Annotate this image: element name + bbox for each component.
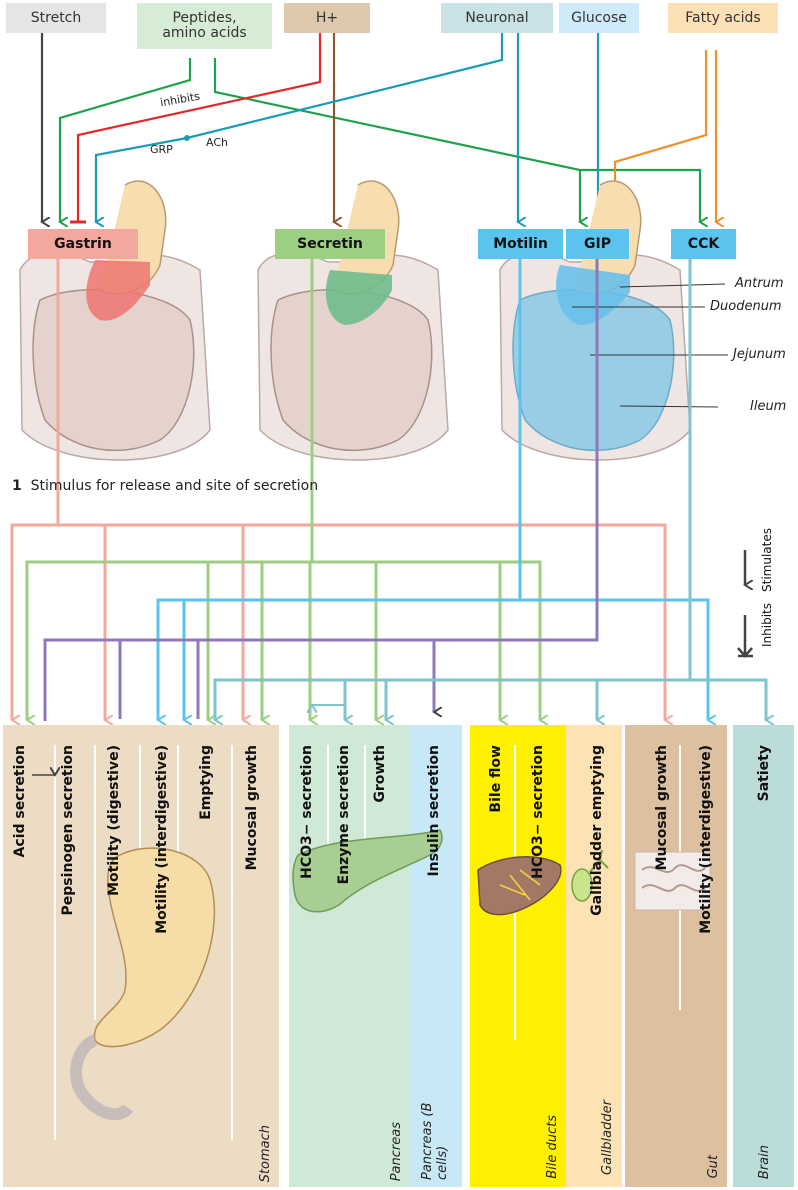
hormone-gip: GIP	[566, 229, 629, 259]
label-antrum: Antrum	[735, 276, 783, 291]
effect-gut-mucosal-growth: Mucosal growth	[654, 745, 670, 870]
effect-enzyme-secretion: Enzyme secretion	[336, 745, 352, 884]
effect-insulin-secretion: Insulin secretion	[426, 745, 442, 877]
label-grp: GRP	[150, 143, 173, 156]
hormone-gastrin: Gastrin	[28, 229, 138, 259]
hormone-motilin: Motilin	[478, 229, 563, 259]
caption: 1 Stimulus for release and site of secre…	[12, 478, 318, 494]
liver-picture	[478, 857, 561, 915]
organ-stomach: Stomach	[258, 1125, 273, 1182]
pancreas-picture	[293, 830, 442, 912]
legend-inhibits: Inhibits	[760, 603, 774, 647]
effect-hco3-secretion: HCO3− secretion	[299, 745, 315, 879]
gut-illustration-1	[20, 181, 210, 460]
organ-gallbladder: Gallbladder	[600, 1100, 615, 1175]
legend-arrows	[738, 550, 753, 656]
effect-hco3-bile: HCO3− secretion	[530, 745, 546, 879]
label-duodenum: Duodenum	[710, 299, 782, 314]
legend-stimulates: Stimulates	[760, 528, 774, 592]
effect-mucosal-growth: Mucosal growth	[244, 745, 260, 870]
label-jejunum: Jejunum	[733, 347, 786, 362]
stomach-picture	[76, 848, 214, 1114]
label-ach: ACh	[206, 136, 228, 149]
effect-emptying: Emptying	[198, 745, 214, 820]
hormone-cck: CCK	[671, 229, 736, 259]
effect-gallbladder-emptying: Gallbladder emptying	[589, 745, 605, 916]
organ-bile-ducts: Bile ducts	[545, 1115, 560, 1179]
effect-gut-motility: Motility (interdigestive)	[698, 745, 714, 934]
effect-acid-secretion: Acid secretion	[12, 745, 28, 857]
organ-pancreas: Pancreas	[389, 1122, 404, 1181]
organ-brain: Brain	[757, 1145, 772, 1179]
effect-satiety: Satiety	[756, 745, 772, 801]
hormone-secretin: Secretin	[275, 229, 385, 259]
gut-illustration-3	[500, 181, 690, 460]
gut-illustration-2	[258, 181, 448, 460]
effect-bile-flow: Bile flow	[488, 745, 504, 813]
effect-motility-digestive: Motility (digestive)	[106, 745, 122, 896]
label-ileum: Ileum	[750, 399, 786, 414]
effect-pepsinogen-secretion: Pepsinogen secretion	[60, 745, 76, 915]
organ-pancreas-b: Pancreas (B cells)	[420, 1065, 452, 1180]
organ-gut: Gut	[706, 1155, 721, 1178]
effect-growth: Growth	[372, 745, 388, 803]
effect-motility-interdigestive: Motility (interdigestive)	[154, 745, 170, 934]
